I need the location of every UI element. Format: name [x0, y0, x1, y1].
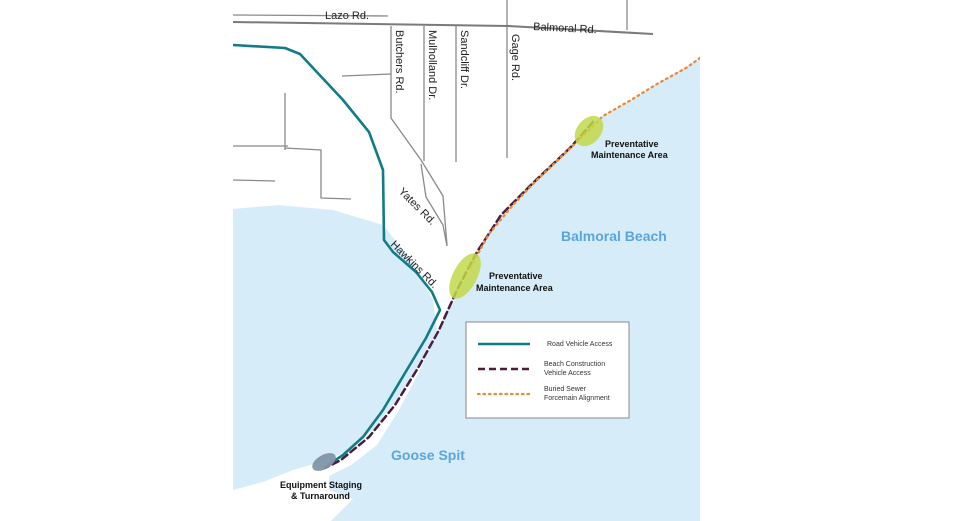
- equipment-staging-area: [312, 453, 336, 471]
- local-streets: [233, 0, 628, 247]
- beach-construction-access-route: [323, 120, 595, 470]
- road-vehicle-access-route: [233, 43, 442, 467]
- road-label-butchers: Butchers Rd.: [393, 30, 405, 94]
- road-label-mulholland: Mulholland Dr.: [426, 30, 438, 100]
- legend-beach-access-label-1: Beach Construction: [544, 361, 605, 368]
- road-label-gage: Gage Rd.: [509, 34, 521, 81]
- street: [420, 163, 448, 247]
- road-label-lazo: Lazo Rd.: [325, 10, 369, 22]
- maintenance-area-upper: [574, 115, 604, 147]
- maintenance-area-lower: [449, 253, 481, 299]
- water-label-goose-spit: Goose Spit: [391, 447, 465, 463]
- road-label-balmoral: Balmoral Rd.: [533, 21, 597, 36]
- staging-label-1: Equipment Staging: [280, 480, 362, 490]
- water-label-balmoral-beach: Balmoral Beach: [561, 228, 667, 244]
- map-canvas: Lazo Rd. Balmoral Rd. Butchers Rd. Mulho…: [233, 0, 700, 521]
- street: [284, 147, 352, 200]
- maintenance-label-lower-1: Preventative: [489, 271, 543, 281]
- legend-beach-access-label-2: Vehicle Access: [544, 370, 591, 377]
- street: [341, 73, 392, 77]
- maintenance-label-upper-2: Maintenance Area: [591, 150, 669, 160]
- maintenance-label-lower-2: Maintenance Area: [476, 283, 554, 293]
- lazo-balmoral-road: [233, 21, 654, 35]
- legend-sewer-label-2: Forcemain Alignment: [544, 395, 610, 402]
- legend-sewer-label-1: Buried Sewer: [544, 386, 587, 393]
- bay-water: [233, 205, 437, 490]
- map-frame: Lazo Rd. Balmoral Rd. Butchers Rd. Mulho…: [233, 0, 700, 521]
- street: [233, 14, 389, 17]
- staging-label-2: & Turnaround: [291, 491, 350, 501]
- legend: Road Vehicle Access Beach Construction V…: [465, 321, 630, 419]
- maintenance-label-upper-1: Preventative: [605, 139, 659, 149]
- street: [390, 26, 448, 246]
- street: [233, 179, 276, 182]
- legend-road-vehicle-label: Road Vehicle Access: [547, 341, 613, 348]
- road-label-sandcliff: Sandcliff Dr.: [458, 30, 470, 89]
